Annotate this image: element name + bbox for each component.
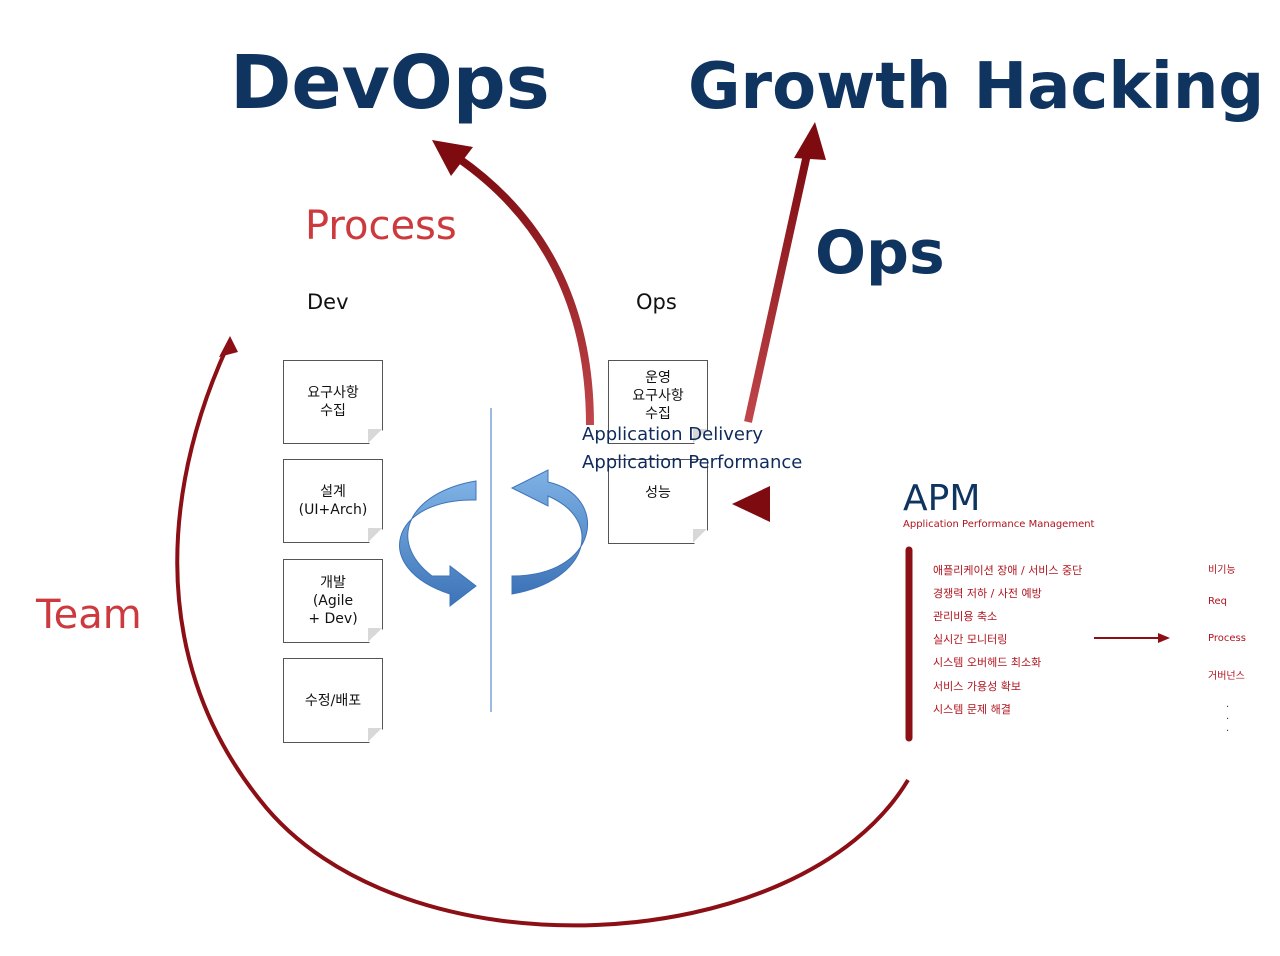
apm-side-arrowhead: [1158, 633, 1170, 643]
apm-item: 서비스 가용성 확보: [933, 680, 1021, 693]
apm-item: 시스템 문제 해결: [933, 703, 1011, 716]
ops-big-label: Ops: [815, 218, 945, 288]
note-line: 요구사항: [632, 388, 684, 404]
side-item: 비기능: [1208, 565, 1236, 576]
application-performance-label: Application Performance: [582, 452, 803, 473]
apm-item: 애플리케이션 장애 / 서비스 중단: [933, 564, 1083, 577]
dev-note-deploy: 수정/배포: [283, 658, 383, 743]
process-arrow: [455, 154, 594, 426]
note-line: 수집: [645, 406, 671, 422]
ops-arrow: [744, 149, 812, 423]
growth-hacking-title: Growth Hacking: [688, 50, 1265, 124]
ops-arrowhead: [794, 122, 826, 160]
apm-item: 관리비용 축소: [933, 610, 998, 623]
note-line: 수정/배포: [304, 692, 362, 709]
ops-column-heading: Ops: [636, 290, 677, 314]
note-line: + Dev): [308, 611, 358, 627]
process-arrowhead: [432, 140, 473, 176]
side-ellipsis: ·: [1226, 702, 1230, 713]
cycle-right-arrow-icon: [510, 469, 589, 595]
apm-item: 실시간 모니터링: [933, 633, 1008, 646]
dev-note-development: 개발 (Agile + Dev): [283, 559, 383, 643]
apm-title: APM: [903, 478, 981, 519]
team-cycle-arrow: [175, 344, 910, 928]
side-ellipsis: ·: [1226, 714, 1230, 725]
note-line: 요구사항: [307, 385, 359, 401]
dev-note-requirements: 요구사항 수집: [283, 360, 383, 444]
note-line: (UI+Arch): [298, 502, 368, 518]
dev-note-design: 설계 (UI+Arch): [283, 459, 383, 543]
note-line: 수집: [320, 403, 346, 419]
apm-to-ops-arrowhead: [732, 486, 770, 522]
apm-item: 경쟁력 저하 / 사전 예방: [933, 587, 1042, 600]
cycle-left-arrow-icon: [399, 480, 477, 608]
devops-title: DevOps: [230, 40, 550, 126]
note-line: 운영: [645, 370, 671, 386]
note-line: 설계: [320, 484, 346, 500]
side-ellipsis: ·: [1226, 726, 1230, 737]
team-label: Team: [36, 592, 142, 638]
dev-column-heading: Dev: [307, 290, 349, 314]
apm-subtitle: Application Performance Management: [903, 519, 1095, 530]
ops-note-requirements: 운영 요구사항 수집: [608, 360, 708, 444]
side-item: 거버넌스: [1208, 671, 1245, 682]
application-delivery-label: Application Delivery: [582, 424, 764, 445]
side-item: Process: [1208, 633, 1246, 644]
apm-item: 시스템 오버헤드 최소화: [933, 656, 1042, 669]
team-cycle-arrowhead: [219, 336, 238, 357]
note-line: 개발: [320, 575, 346, 591]
side-item: Req: [1208, 596, 1227, 607]
note-line: (Agile: [312, 593, 354, 609]
note-line: 성능: [645, 485, 671, 501]
process-label: Process: [305, 203, 457, 249]
